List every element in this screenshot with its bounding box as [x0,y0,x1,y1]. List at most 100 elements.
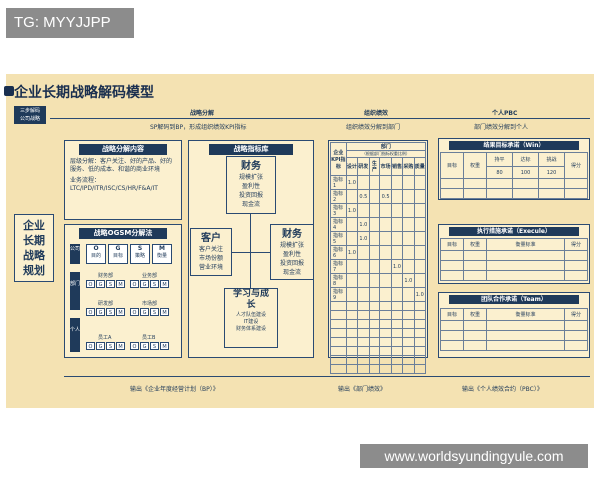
win-col-weight: 权重 [463,152,487,179]
dept-label-rd: 研发部 [98,301,114,307]
kpi-library-title: 战略指标库 [209,144,293,155]
execute-title: 执行措施承诺（Execule） [449,227,579,236]
ogsm-mini-cell: M [160,342,169,350]
win-table: 目标 权重 持平 达标 挑战 得分 80 100 120 [440,152,588,199]
cross-line-h [232,252,270,253]
ogsm-mini-cell: M [116,280,125,288]
customer-item-3: 营业环境 [198,264,223,271]
ogsm-mini-cell: G [96,280,105,288]
win-value-2: 100 [512,166,539,179]
win-title: 结果目标承诺（Win） [449,141,579,150]
kpi-empty-row [330,346,427,356]
kpi-weight-cell [345,217,359,232]
dept-col-header: 生产 [368,157,381,176]
customer-item-1: 客户关注 [198,246,223,253]
output-pbc: 输出《个人绩效合约（PBC）》 [462,386,543,393]
kpi-weight-cell [379,245,392,260]
ogsm-mini-cell: M [160,308,169,316]
finance-title-right: 财务 [282,229,302,240]
kpi-weight-cell [379,287,392,302]
team-col-score: 得分 [564,308,588,321]
kpi-weight-cell [413,231,427,246]
kpi-weight-cell [402,231,415,246]
finance-title: 财务 [241,161,261,172]
section1-subtitle: SP解码到BP，形成组织绩效KPI指标 [150,124,247,131]
left-label-1: 企业 [23,219,45,232]
finance-right-item-1: 规模扩张 [279,242,304,249]
kpi-weight-cell [390,231,404,246]
win-level-1: 持平 [486,152,513,167]
left-label-box: 企业 长期 战略 规划 [14,214,54,282]
kpi-empty-row [330,310,427,320]
kpi-weight-cell [413,259,427,274]
kpi-weight-cell [345,273,359,288]
section3-title: 个人PBC [492,110,518,117]
row-company: 公司 [70,244,80,264]
kpi-weight-cell [390,175,404,190]
top-arrow-line [50,118,590,119]
team-col-standard: 衡量标准 [486,308,565,321]
content-title: 战略分解内容 [79,144,167,155]
ogsm-mini-cell: S [150,308,159,316]
exec-col-target: 目标 [440,238,464,251]
org-kpi-table: 企业KPI指标 部门 （根据部门指标权重比例） 设计研发生产市场销售采购质量 指… [330,142,427,374]
win-col-target: 目标 [440,152,464,179]
ogsm-letter: S [137,245,143,252]
dept-label-finance: 财务部 [98,273,114,279]
kpi-weight-cell [402,287,415,302]
ogsm-mini-cell: S [106,342,115,350]
ogsm-mini-cell: O [130,280,139,288]
ogsm-mini-cell: O [86,280,95,288]
customer-title: 客户 [201,233,221,244]
kpi-empty-row [330,301,427,311]
kpi-weight-cell [357,245,370,260]
kpi-empty-row [330,319,427,329]
kpi-weight-cell [413,189,427,204]
dept-header: 部门 [345,142,427,151]
kpi-name: 指标4 [330,217,347,232]
dept-col-header: 质量 [413,157,427,176]
kpi-empty-row [330,364,427,374]
left-label-2: 长期 [23,234,45,247]
kpi-weight-cell [368,259,381,274]
kpi-weight-cell [368,273,381,288]
kpi-name: 指标7 [330,259,347,274]
logo-icon [4,86,14,96]
ogsm-sub: 目标 [112,253,123,259]
bottom-arrow-line [64,376,590,377]
dept-col-header: 设计 [345,157,359,176]
kpi-weight-cell [390,203,404,218]
customer-item-2: 市场份额 [198,255,223,262]
finance-right-item-2: 盈利性 [282,251,301,258]
ogsm-letter: O [93,245,99,252]
team-table: 目标 权重 衡量标准 得分 [440,308,588,351]
finance-item-3: 投资回报 [238,192,263,199]
row-dept: 部门 [70,272,80,310]
ogsm-mini-cell: O [86,308,95,316]
ogsm-title: 战略OGSM分解法 [79,228,167,239]
customer-box: 客户 客户关注 市场份额 营业环境 [190,228,232,276]
section2-subtitle: 组织绩效分解到部门 [346,124,401,131]
level-text: 层级分解：客户关注、好的产品、好的服务、低的成本、和谐的商业环境 [70,158,173,173]
finance-box: 财务 规模扩张 盈利性 投资回报 现金流 [226,156,276,214]
ogsm-mini-cell: O [86,342,95,350]
ogsm-letter: G [115,245,121,252]
kpi-weight-cell [368,189,381,204]
content-box: 战略分解内容 层级分解：客户关注、好的产品、好的服务、低的成本、和谐的商业环境 … [64,140,182,220]
kpi-empty-row [330,337,427,347]
ogsm-mini-cell: O [130,342,139,350]
page-title: 企业长期战略解码模型 [14,85,154,101]
win-level-3: 挑战 [538,152,565,167]
kpi-weight-cell [357,259,370,274]
kpi-weight-cell [345,287,359,302]
ogsm-mini-cell: O [130,308,139,316]
kpi-weight-cell [368,231,381,246]
win-value-1: 80 [486,166,513,179]
dept-label-market: 市场部 [142,301,158,307]
